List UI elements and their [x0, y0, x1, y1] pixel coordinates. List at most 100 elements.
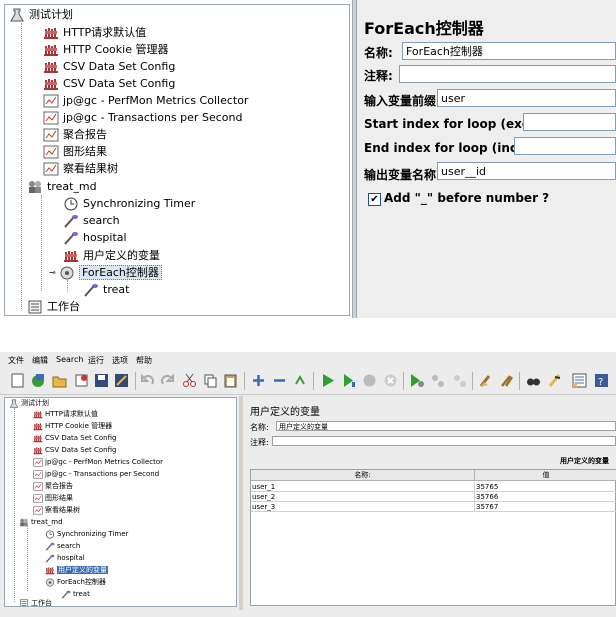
table-cell-name[interactable]: user_2 [251, 492, 475, 502]
tree-node-sync-timer[interactable]: Synchronizing Timer [45, 529, 128, 540]
paste-icon[interactable] [223, 373, 238, 388]
start-index-field[interactable] [523, 113, 616, 131]
test-plan-tree[interactable]: 测试计划 HTTP请求默认值 HTTP Cookie 管理器 CSV Data … [4, 4, 350, 316]
name-field[interactable]: 用户定义的变量 [276, 421, 616, 431]
split-pane-divider[interactable] [239, 396, 243, 610]
expand-handle[interactable]: ⊸ [49, 268, 56, 277]
tree-node-csv-2[interactable]: CSV Data Set Config [33, 445, 116, 456]
tree-node-foreach-controller[interactable]: ⊸ForEach控制器 [49, 265, 162, 281]
tree-node-perfmon[interactable]: jp@gc - PerfMon Metrics Collector [33, 457, 163, 468]
tree-node-csv-2[interactable]: CSV Data Set Config [43, 76, 175, 92]
tree-node-view-results-tree[interactable]: 察看结果树 [43, 161, 118, 177]
tree-node-tps[interactable]: jp@gc - Transactions per Second [33, 469, 159, 480]
table-cell-name[interactable]: user_1 [251, 482, 475, 492]
name-field[interactable]: ForEach控制器 [402, 42, 616, 60]
tree-node-hospital[interactable]: hospital [63, 230, 127, 246]
input-prefix-field[interactable]: user [437, 89, 616, 107]
tree-node-thread-group[interactable]: treat_md [27, 179, 97, 195]
cut-icon[interactable] [182, 373, 197, 388]
tree-node-cookie-manager[interactable]: HTTP Cookie 管理器 [33, 421, 112, 432]
sampler-icon [45, 542, 55, 551]
stop-icon[interactable] [362, 373, 377, 388]
menu-edit[interactable]: 编辑 [32, 356, 48, 365]
open-icon[interactable] [52, 373, 67, 388]
tree-node-http-defaults[interactable]: HTTP请求默认值 [33, 409, 98, 420]
clear-all-icon[interactable] [499, 373, 514, 388]
variables-table[interactable]: 名称: 值 user_1 35765 user_2 35766 user_3 3… [250, 469, 616, 606]
tree-node-foreach-controller[interactable]: ForEach控制器 [45, 577, 106, 588]
reset-search-icon[interactable] [547, 373, 562, 388]
tree-node-user-defined-variables[interactable]: 用户定义的变量 [45, 565, 108, 576]
column-header-name[interactable]: 名称: [251, 470, 475, 481]
tree-node-search[interactable]: search [63, 213, 120, 229]
tree-node-csv-1[interactable]: CSV Data Set Config [33, 433, 116, 444]
tree-node-hospital[interactable]: hospital [45, 553, 85, 564]
tree-node-aggregate-report[interactable]: 聚合报告 [33, 481, 73, 492]
menu-help[interactable]: 帮助 [136, 356, 152, 365]
start-no-pauses-icon[interactable] [341, 373, 356, 388]
menu-file[interactable]: 文件 [8, 356, 24, 365]
tree-label: 察看结果树 [45, 506, 80, 514]
tree-node-treat[interactable]: treat [61, 589, 90, 600]
tree-node-view-results-tree[interactable]: 察看结果树 [33, 505, 80, 516]
expand-all-icon[interactable] [251, 373, 266, 388]
tree-node-perfmon[interactable]: jp@gc - PerfMon Metrics Collector [43, 93, 248, 109]
thread-group-icon [19, 518, 29, 527]
shutdown-icon[interactable] [383, 373, 398, 388]
menu-options[interactable]: 选项 [112, 356, 128, 365]
toggle-icon[interactable] [293, 373, 308, 388]
tree-node-http-defaults[interactable]: HTTP请求默认值 [43, 25, 146, 41]
tree-node-cookie-manager[interactable]: HTTP Cookie 管理器 [43, 42, 168, 58]
close-icon[interactable] [74, 373, 89, 388]
tree-node-test-plan[interactable]: 测试计划 [9, 7, 73, 23]
table-cell-value[interactable]: 35767 [475, 502, 616, 512]
tree-node-test-plan[interactable]: 测试计划 [9, 398, 49, 409]
table-cell-name[interactable]: user_3 [251, 502, 475, 512]
tree-node-sync-timer[interactable]: Synchronizing Timer [63, 196, 195, 212]
templates-icon[interactable] [31, 373, 46, 388]
tree-node-search[interactable]: search [45, 541, 80, 552]
copy-icon[interactable] [203, 373, 218, 388]
timer-icon [63, 197, 79, 211]
table-cell-value[interactable]: 35766 [475, 492, 616, 502]
tree-node-workbench[interactable]: 工作台 [27, 299, 80, 315]
tree-node-aggregate-report[interactable]: 聚合报告 [43, 127, 107, 143]
tree-node-tps[interactable]: jp@gc - Transactions per Second [43, 110, 242, 126]
tree-node-graph-results[interactable]: 图形结果 [43, 144, 107, 160]
tree-node-csv-1[interactable]: CSV Data Set Config [43, 59, 175, 75]
split-pane-divider[interactable] [352, 0, 357, 318]
tree-node-workbench[interactable]: 工作台 [19, 598, 52, 606]
bottom-test-plan-tree[interactable]: 测试计划 HTTP请求默认值 HTTP Cookie 管理器 CSV Data … [4, 397, 237, 607]
tree-label: CSV Data Set Config [63, 60, 176, 73]
tree-node-graph-results[interactable]: 图形结果 [33, 493, 73, 504]
remote-stop-icon[interactable] [430, 373, 445, 388]
add-underscore-checkbox[interactable]: ✔ [368, 193, 381, 206]
redo-icon[interactable] [160, 373, 175, 388]
search-icon[interactable] [526, 373, 541, 388]
comment-field[interactable] [399, 65, 616, 83]
undo-icon[interactable] [140, 373, 155, 388]
tree-label: Synchronizing Timer [83, 197, 196, 210]
remote-start-icon[interactable] [409, 373, 424, 388]
collapse-all-icon[interactable] [272, 373, 287, 388]
menu-search[interactable]: Search [56, 355, 84, 364]
start-icon[interactable] [320, 373, 335, 388]
new-icon[interactable] [10, 373, 25, 388]
save-icon[interactable] [94, 373, 109, 388]
end-index-field[interactable] [514, 137, 616, 155]
column-header-value[interactable]: 值 [475, 470, 616, 481]
tree-label: treat_md [47, 180, 97, 193]
help-icon[interactable]: ? [594, 373, 609, 388]
tree-node-user-defined-variables[interactable]: 用户定义的变量 [63, 248, 160, 264]
menu-run[interactable]: 运行 [88, 356, 104, 365]
table-cell-value[interactable]: 35765 [475, 482, 616, 492]
function-helper-icon[interactable] [572, 373, 587, 388]
save-as-icon[interactable] [114, 373, 129, 388]
remote-shutdown-icon[interactable] [452, 373, 467, 388]
tree-node-treat[interactable]: treat [83, 282, 129, 298]
tree-label: HTTP Cookie 管理器 [63, 43, 169, 56]
tree-node-thread-group[interactable]: treat_md [19, 517, 63, 528]
comment-field[interactable] [272, 436, 616, 446]
output-variable-field[interactable]: user__id [437, 162, 616, 180]
clear-icon[interactable] [478, 373, 493, 388]
